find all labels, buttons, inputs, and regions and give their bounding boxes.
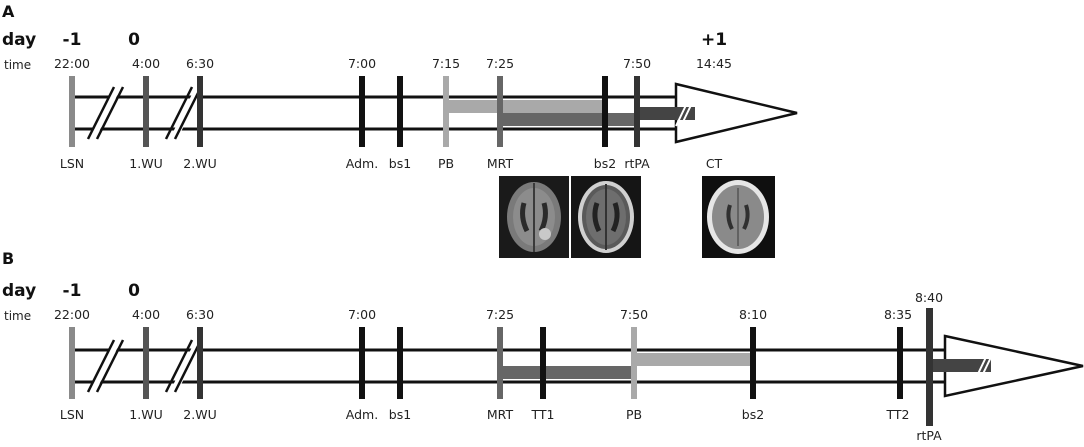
event-label: bs1	[389, 156, 411, 171]
time-row-label: time	[4, 309, 31, 323]
event-marker	[197, 327, 203, 399]
time-label: 7:25	[486, 307, 514, 322]
time-label: 8:35	[884, 307, 912, 322]
time-break-mark	[164, 84, 204, 142]
time-label: 7:00	[348, 307, 376, 322]
time-break-mark	[675, 100, 694, 127]
pb-duration-bar	[446, 100, 605, 113]
event-marker	[631, 327, 637, 399]
event-label: LSN	[60, 407, 84, 422]
time-label: 6:30	[186, 307, 214, 322]
timeline-arrow	[70, 334, 1084, 398]
time-label: 8:40	[915, 290, 943, 305]
time-row-label: time	[4, 58, 31, 72]
event-label: PB	[438, 156, 454, 171]
event-label: Adm.	[346, 156, 378, 171]
event-marker	[602, 76, 608, 147]
event-label: rtPA	[916, 428, 942, 443]
time-label: 6:30	[186, 56, 214, 71]
event-marker	[540, 327, 546, 399]
event-marker	[497, 76, 503, 147]
day-row-label: day	[2, 30, 36, 50]
panel-b-label: B	[2, 249, 14, 268]
event-label: MRT	[487, 407, 514, 422]
event-marker	[897, 327, 903, 399]
time-label: 7:15	[432, 56, 460, 71]
event-label: PB	[626, 407, 642, 422]
event-marker	[497, 327, 503, 399]
event-label: 2.WU	[183, 407, 216, 422]
event-label: MRT	[487, 156, 514, 171]
panel-a-label: A	[2, 2, 15, 21]
event-marker	[750, 327, 756, 399]
time-break-mark	[975, 352, 994, 379]
mrt-duration-bar	[500, 366, 634, 379]
day-0: 0	[128, 30, 140, 50]
time-break-mark	[86, 84, 125, 142]
time-label: 7:00	[348, 56, 376, 71]
time-label: 22:00	[54, 56, 90, 71]
mri-image-dwi	[499, 176, 569, 258]
day-plus-1: +1	[701, 30, 727, 50]
ct-label: CT	[706, 156, 723, 171]
event-label: Adm.	[346, 407, 378, 422]
event-marker	[359, 76, 365, 147]
event-label: TT1	[530, 407, 554, 422]
event-marker	[926, 308, 933, 426]
event-label: 1.WU	[129, 407, 162, 422]
rtpa-duration-bar	[929, 359, 991, 372]
mri-image-flair	[571, 176, 641, 258]
event-marker	[143, 327, 149, 399]
day-row-label: day	[2, 281, 36, 301]
time-label: 8:10	[739, 307, 767, 322]
event-marker	[197, 76, 203, 147]
time-label: 7:50	[623, 56, 651, 71]
time-label: 7:25	[486, 56, 514, 71]
event-marker	[69, 327, 75, 399]
time-break-mark	[164, 337, 204, 395]
event-label: rtPA	[624, 156, 650, 171]
ct-image	[702, 176, 775, 258]
mrt-duration-bar	[500, 113, 637, 126]
event-label: bs2	[594, 156, 616, 171]
day-minus-1: -1	[63, 281, 82, 301]
event-label: LSN	[60, 156, 84, 171]
day-0: 0	[128, 281, 140, 301]
event-label: 2.WU	[183, 156, 216, 171]
time-label: 22:00	[54, 307, 90, 322]
event-label: bs2	[742, 407, 764, 422]
time-label: 4:00	[132, 56, 160, 71]
time-label: 7:50	[620, 307, 648, 322]
event-marker	[397, 327, 403, 399]
event-marker	[359, 327, 365, 399]
day-minus-1: -1	[63, 30, 82, 50]
panel-a: A day time -1 0 +1 22:00 4:00 6:30 7:00 …	[2, 2, 798, 258]
time-label: 4:00	[132, 307, 160, 322]
event-marker	[397, 76, 403, 147]
event-label: bs1	[389, 407, 411, 422]
panel-b: B day time -1 0 22:00 4:00 6:30 7:00 7:2…	[2, 249, 1084, 443]
time-label: 14:45	[696, 56, 732, 71]
pb-duration-bar	[634, 353, 753, 366]
event-label: 1.WU	[129, 156, 162, 171]
event-marker	[69, 76, 75, 147]
event-marker	[634, 76, 640, 147]
event-marker	[143, 76, 149, 147]
time-break-mark	[86, 337, 125, 395]
event-label: TT2	[885, 407, 909, 422]
event-marker	[443, 76, 449, 147]
